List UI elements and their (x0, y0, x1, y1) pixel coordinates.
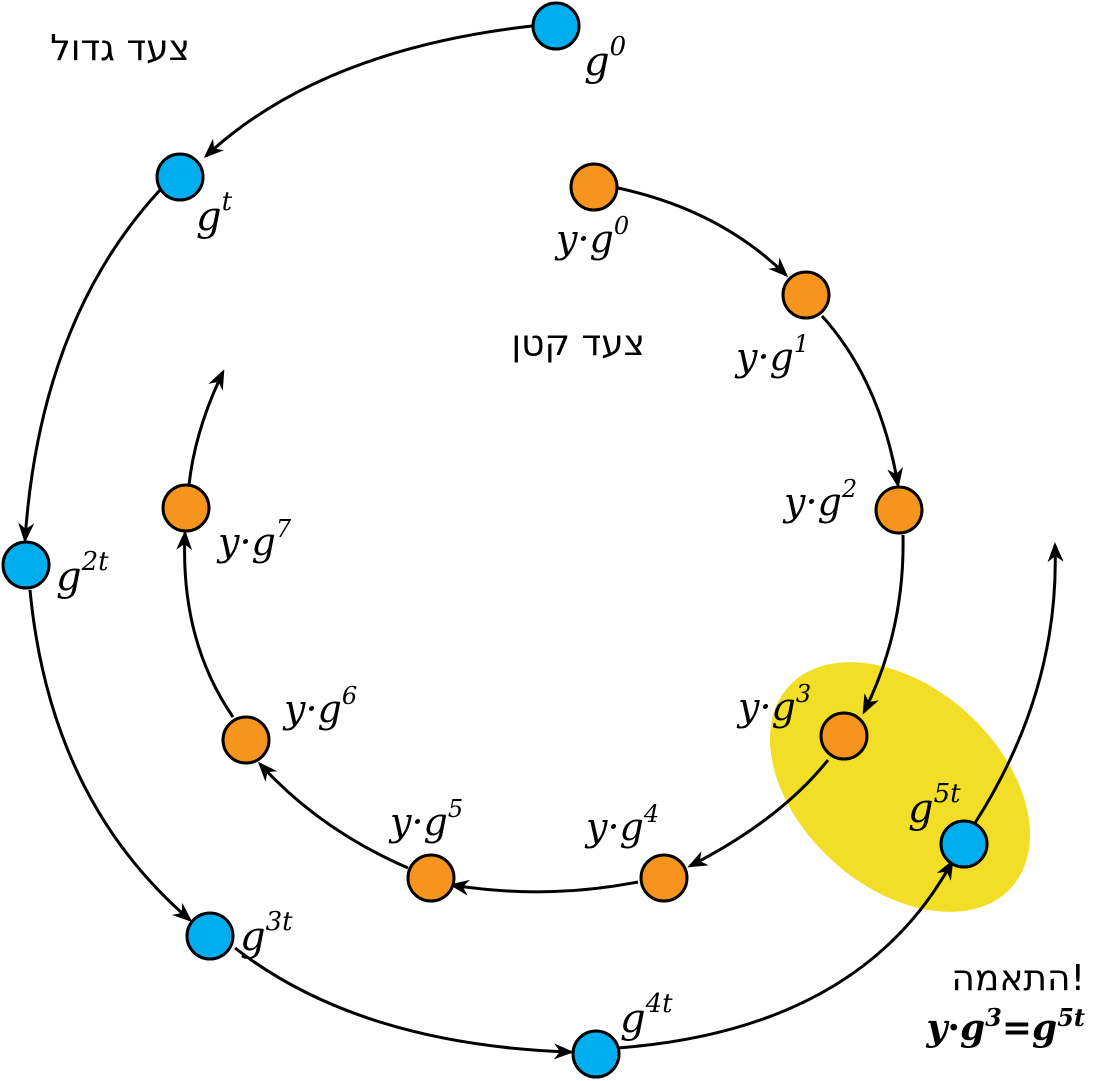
baby-node-3 (819, 711, 869, 761)
match-highlight (769, 662, 1031, 912)
baby-label-3: y·g3 (736, 680, 811, 729)
baby-label-2: y·g2 (782, 475, 857, 524)
baby-labels: y·g0 y·g1 y·g2 y·g3 y·g4 y·g5 y·g6 y·g7 (216, 212, 857, 849)
giant-node-2 (1, 540, 51, 590)
giant-label-1: gt (196, 187, 233, 240)
baby-arrow-0-1 (617, 186, 789, 278)
giant-arrow-0-1 (203, 24, 533, 159)
baby-label-6: y·g6 (282, 682, 357, 731)
baby-node-1 (781, 270, 831, 320)
baby-label-5: y·g5 (388, 795, 463, 844)
baby-label-1: y·g1 (734, 330, 809, 379)
baby-arrow-3-4 (687, 759, 830, 868)
baby-node-0 (569, 162, 619, 212)
giant-node-4 (571, 1029, 621, 1079)
baby-step-arcs (176, 186, 905, 896)
giant-arrow-1-2 (18, 188, 162, 543)
baby-label-4: y·g4 (584, 800, 659, 849)
baby-node-4 (639, 853, 689, 903)
giant-label-2: g2t (56, 547, 109, 600)
baby-arrow-4-5 (449, 879, 639, 896)
giant-node-5 (939, 819, 989, 869)
baby-arrow-6-7 (176, 530, 235, 718)
baby-arrow-2-3 (862, 534, 905, 715)
baby-node-6 (221, 715, 271, 765)
baby-node-5 (406, 853, 456, 903)
baby-nodes (161, 162, 924, 903)
giant-label-0: g0 (584, 32, 626, 85)
giant-step-title: צעד גדול (50, 28, 190, 69)
baby-arrow-7-out (187, 369, 225, 486)
giant-label-3: g3t (240, 907, 293, 960)
giant-node-3 (185, 911, 235, 961)
baby-arrow-1-2 (820, 314, 904, 488)
baby-label-7: y·g7 (216, 515, 292, 564)
giant-label-4: g4t (620, 989, 673, 1042)
giant-node-0 (531, 1, 581, 51)
giant-node-1 (155, 152, 205, 202)
giant-label-5: g5t (908, 779, 961, 832)
baby-node-7 (161, 483, 211, 533)
baby-arrow-5-6 (257, 761, 409, 870)
giant-labels: g0 gt g2t g3t g4t g5t (56, 32, 961, 1042)
giant-nodes (1, 1, 989, 1079)
match-equation: y·g3=g5t (926, 1003, 1085, 1049)
baby-node-2 (874, 485, 924, 535)
match-title: התאמה! (951, 958, 1085, 999)
giant-arrow-2-3 (28, 589, 193, 922)
giant-arrow-4-5 (616, 859, 954, 1050)
giant-arrow-3-4 (234, 946, 574, 1060)
baby-step-title: צעד קטן (511, 323, 645, 364)
giant-step-arcs (18, 24, 1064, 1060)
baby-label-0: y·g0 (554, 212, 629, 261)
giant-arrow-5-out (973, 542, 1064, 824)
